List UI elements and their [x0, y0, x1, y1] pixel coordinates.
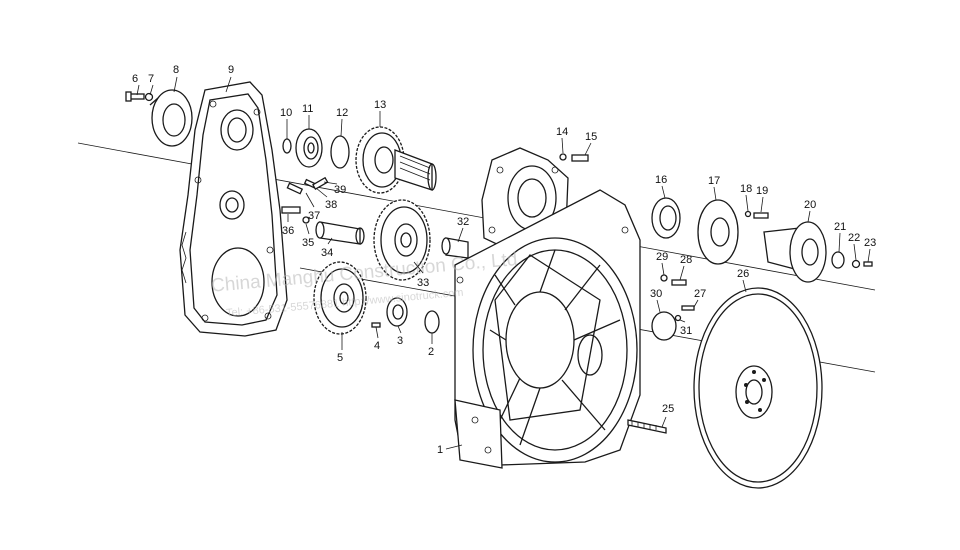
part-27-bolt — [681, 305, 695, 311]
part-28-bolt — [671, 279, 687, 286]
callout-15: 15 — [585, 131, 597, 143]
part-23-pin — [863, 261, 873, 267]
callout-22: 22 — [848, 232, 860, 244]
callout-17: 17 — [708, 175, 720, 187]
part-30-cover-plate — [651, 311, 677, 341]
part-21-washer — [831, 251, 845, 269]
part-4-pin — [371, 322, 381, 328]
callout-23: 23 — [864, 237, 876, 249]
part-19-bolt — [753, 212, 769, 219]
callout-20: 20 — [804, 199, 816, 211]
part-37-38-39-fasteners — [286, 176, 329, 195]
callout-33: 33 — [417, 277, 429, 289]
part-18-washer — [744, 210, 752, 218]
callout-16: 16 — [655, 174, 667, 186]
part-25-long-bolt — [627, 419, 667, 434]
callout-6: 6 — [132, 73, 138, 85]
callout-26: 26 — [737, 268, 749, 280]
part-33-gear — [373, 199, 431, 281]
callout-30: 30 — [650, 288, 662, 300]
part-3-bearing — [386, 297, 408, 327]
callout-7: 7 — [148, 73, 154, 85]
part-8-seal-flange — [149, 89, 193, 147]
callout-28: 28 — [680, 254, 692, 266]
callout-38: 38 — [325, 199, 337, 211]
part-31-washer — [674, 314, 682, 322]
callout-3: 3 — [397, 335, 403, 347]
part-2-snap-ring — [424, 310, 440, 334]
callout-14: 14 — [556, 126, 568, 138]
callout-2: 2 — [428, 346, 434, 358]
callout-12: 12 — [336, 107, 348, 119]
callout-35: 35 — [302, 237, 314, 249]
part-20-flange-yoke — [763, 221, 827, 283]
part-14-washer — [559, 153, 567, 161]
callout-21: 21 — [834, 221, 846, 233]
part-36-bolt — [281, 206, 301, 214]
part-26-flywheel — [693, 287, 823, 489]
part-22-nut — [851, 259, 861, 269]
callout-19: 19 — [756, 185, 768, 197]
callout-4: 4 — [374, 340, 380, 352]
callout-37: 37 — [308, 210, 320, 222]
callout-25: 25 — [662, 403, 674, 415]
callouts: 6 7 8 9 10 11 12 13 14 15 16 17 18 19 20… — [132, 64, 876, 456]
callout-13: 13 — [374, 99, 386, 111]
callout-10: 10 — [280, 107, 292, 119]
part-35-washer — [302, 216, 310, 224]
part-15-bolt — [571, 154, 589, 162]
part-13-gear-shaft — [355, 126, 437, 194]
part-6-bolt — [125, 91, 145, 102]
callout-29: 29 — [656, 251, 668, 263]
callout-5: 5 — [337, 352, 343, 364]
part-29-washer — [660, 274, 668, 282]
part-10-ring — [282, 138, 292, 154]
callout-11: 11 — [302, 103, 313, 115]
callout-9: 9 — [228, 64, 234, 76]
callout-39: 39 — [334, 184, 346, 196]
part-9-gear-housing — [179, 81, 288, 337]
part-5-gear — [313, 261, 367, 335]
callout-32: 32 — [457, 216, 469, 228]
callout-1: 1 — [437, 444, 443, 456]
callout-18: 18 — [740, 183, 752, 195]
part-11-bearing — [295, 128, 323, 168]
callout-34: 34 — [321, 247, 333, 259]
part-34-idler-shaft — [315, 221, 365, 245]
part-17-seal-cover — [697, 199, 739, 265]
callout-31: 31 — [680, 325, 692, 337]
callout-8: 8 — [173, 64, 179, 76]
callout-36: 36 — [282, 225, 294, 237]
part-7-washer — [144, 92, 154, 102]
callout-27: 27 — [694, 288, 706, 300]
part-16-bearing — [651, 197, 681, 239]
part-12-snap-ring — [330, 135, 350, 169]
part-1-flywheel-housing — [454, 189, 641, 469]
